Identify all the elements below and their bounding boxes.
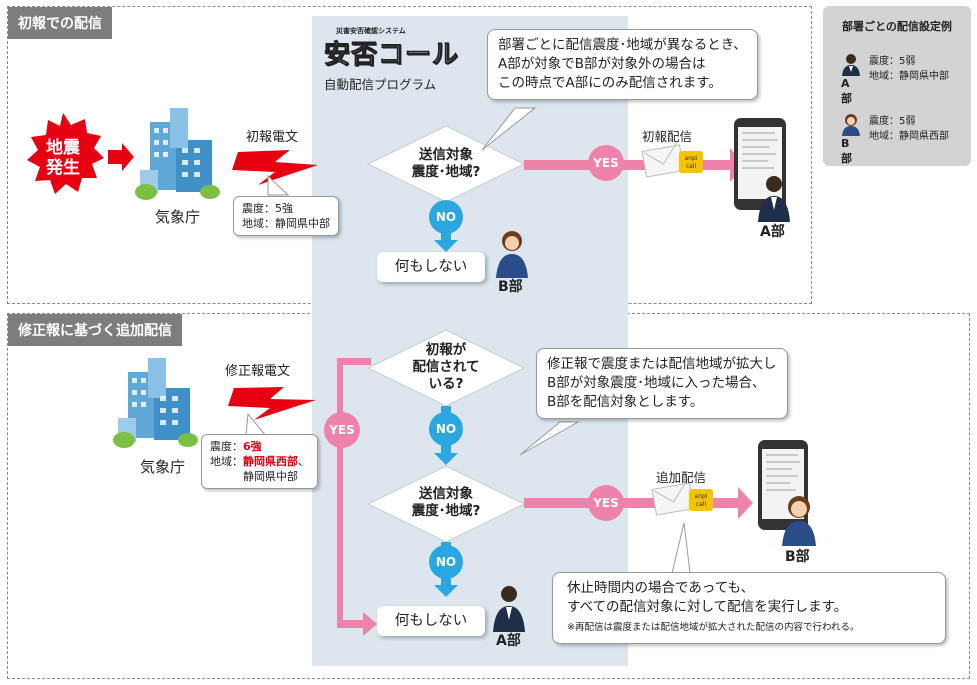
info-box-bottom: 震度：6強 地域：静岡県西部、 静岡県中部 bbox=[201, 434, 318, 489]
quake-label-line2: 発生 bbox=[46, 158, 80, 178]
anpi-badge-top-line1: anpi bbox=[685, 155, 698, 162]
person-female-icon bbox=[842, 114, 860, 136]
app-logo: 安否コール bbox=[323, 40, 460, 71]
callout-bottom-line2: B部が対象震度･地域に入った場合、 bbox=[547, 375, 766, 391]
decision-top-line2: 震度･地域? bbox=[411, 164, 481, 180]
arrow-quake-to-agency bbox=[108, 143, 134, 171]
legend-panel: 部署ごとの配信設定例 A部 震度：5弱地域：静岡県中部 B部 震度：5弱地域：静… bbox=[823, 6, 971, 166]
no-badge-top: NO bbox=[429, 200, 463, 234]
telegram-label-top: 初報電文 bbox=[246, 130, 299, 145]
do-nothing-bottom: 何もしない bbox=[377, 606, 485, 636]
delivery-label-bottom: 追加配信 bbox=[656, 470, 707, 485]
legend-a-intensity: 震度：5弱 bbox=[869, 56, 916, 67]
legend-title: 部署ごとの配信設定例 bbox=[842, 20, 952, 33]
agency-label-bottom: 気象庁 bbox=[140, 458, 186, 476]
note-line1: 休止時間内の場合であっても、 bbox=[567, 580, 755, 596]
yes-badge-bottom: YES bbox=[588, 485, 624, 521]
earthquake-burst-icon bbox=[27, 113, 104, 194]
note-line3: ※再配信は震度または配信地域が拡大された配信の内容で行われる。 bbox=[567, 622, 860, 633]
lightning-bolt-icon-top bbox=[232, 150, 318, 185]
smartphone-icon-bottom bbox=[758, 440, 808, 530]
building-icon-bottom bbox=[113, 358, 198, 448]
info-top-region: 地域：静岡県中部 bbox=[242, 217, 330, 230]
decision1-line2: 配信されて bbox=[412, 359, 480, 375]
info-bottom-label1: 震度： bbox=[210, 440, 243, 453]
section-title-correction: 修正報に基づく追加配信 bbox=[8, 314, 182, 346]
delivery-label-top: 初報配信 bbox=[642, 129, 693, 144]
decision-text-first-sent: 初報が 配信されて いる? bbox=[386, 342, 506, 393]
callout-top: 部署ごとに配信震度･地域が異なるとき、 A部が対象でB部が対象外の場合は この時… bbox=[487, 29, 758, 100]
callout-tail-top bbox=[481, 107, 537, 151]
do-nothing-top: 何もしない bbox=[377, 252, 485, 282]
lightning-bolt-icon-bottom bbox=[228, 387, 316, 420]
callout-top-line1: 部署ごとに配信震度･地域が異なるとき、 bbox=[498, 37, 747, 53]
legend-b-intensity: 震度：5弱 bbox=[869, 116, 916, 127]
no-badge-first: NO bbox=[429, 412, 463, 446]
note-box-bottom: 休止時間内の場合であっても、 すべての配信対象に対して配信を実行します。 ※再配… bbox=[552, 572, 946, 644]
agency-label-top: 気象庁 bbox=[155, 208, 201, 226]
yes-loop-path bbox=[337, 358, 377, 636]
info-top-intensity: 震度：5強 bbox=[242, 202, 293, 215]
callout-top-line2: A部が対象でB部が対象外の場合は bbox=[498, 56, 706, 72]
legend-b-region: 地域：静岡県西部 bbox=[869, 131, 949, 142]
section-title-first: 初報での配信 bbox=[8, 7, 112, 39]
anpi-badge-bottom-line1: anpi bbox=[695, 493, 708, 500]
person-male-icon-bottom-a bbox=[493, 586, 525, 632]
infobox-tail-top bbox=[267, 174, 290, 196]
info-box-top: 震度：5強 地域：静岡県中部 bbox=[233, 196, 339, 236]
yes-path-bottom bbox=[524, 487, 753, 519]
callout-bottom-line3: B部を配信対象とします。 bbox=[547, 394, 704, 410]
quake-label: 地震 発生 bbox=[46, 138, 80, 178]
anpi-badge-top-line2: call bbox=[686, 163, 697, 170]
dept-b-top: B部 bbox=[498, 279, 523, 295]
info-bottom-intensity: 6強 bbox=[243, 440, 262, 453]
quake-label-line1: 地震 bbox=[46, 138, 80, 158]
building-icon-top bbox=[135, 108, 220, 200]
app-subtitle: 自動配信プログラム bbox=[324, 77, 437, 92]
anpi-badge-bottom bbox=[689, 489, 713, 511]
envelope-icon-top bbox=[641, 140, 685, 178]
yes-badge-top: YES bbox=[588, 145, 624, 181]
callout-tail-bottom bbox=[519, 421, 580, 456]
telegram-label-bottom: 修正報電文 bbox=[225, 364, 291, 379]
legend-dept-a: A部 bbox=[841, 77, 852, 105]
person-male-icon-top-a bbox=[758, 176, 790, 222]
no-badge-bottom: NO bbox=[429, 545, 463, 579]
legend-dept-b: B部 bbox=[841, 137, 852, 165]
app-small-label: 災害安否確認システム bbox=[336, 27, 406, 35]
anpi-badge-bottom-line2: call bbox=[696, 501, 707, 508]
note-line2: すべての配信対象に対して配信を実行します。 bbox=[567, 599, 848, 615]
note-tail-bottom bbox=[671, 522, 691, 574]
program-panel bbox=[312, 16, 628, 666]
decision-text-top: 送信対象 震度･地域? bbox=[386, 147, 506, 181]
decision-top-line1: 送信対象 bbox=[419, 147, 473, 163]
dept-a-top: A部 bbox=[760, 224, 785, 240]
decision2-line1: 送信対象 bbox=[419, 486, 473, 502]
yes-path-top bbox=[524, 148, 745, 182]
anpi-badge-top bbox=[679, 151, 703, 173]
info-bottom-sep: 、 bbox=[298, 455, 309, 468]
yes-badge-left: YES bbox=[324, 412, 360, 448]
callout-top-line3: この時点でA部にのみ配信されます。 bbox=[498, 75, 722, 91]
person-female-icon-bottom-b bbox=[782, 496, 816, 546]
info-bottom-region-west: 静岡県西部 bbox=[243, 455, 298, 468]
person-male-icon bbox=[842, 54, 860, 76]
callout-bottom: 修正報で震度または配信地域が拡大し B部が対象震度･地域に入った場合、 B部を配… bbox=[536, 348, 788, 419]
decision2-line2: 震度･地域? bbox=[411, 503, 481, 519]
info-bottom-label2: 地域： bbox=[210, 455, 243, 468]
dept-a-bottom: A部 bbox=[496, 633, 521, 649]
decision1-line3: いる? bbox=[428, 376, 464, 392]
infobox-tail-bottom bbox=[245, 412, 268, 437]
decision1-line1: 初報が bbox=[425, 342, 467, 358]
legend-a-region: 地域：静岡県中部 bbox=[869, 71, 949, 82]
dept-b-bottom: B部 bbox=[785, 549, 810, 565]
person-female-icon-top-b bbox=[496, 231, 528, 278]
decision-text-bottom: 送信対象 震度･地域? bbox=[386, 486, 506, 520]
smartphone-icon-top bbox=[734, 118, 786, 210]
info-bottom-region-central: 静岡県中部 bbox=[243, 470, 298, 483]
callout-bottom-line1: 修正報で震度または配信地域が拡大し bbox=[547, 356, 777, 372]
